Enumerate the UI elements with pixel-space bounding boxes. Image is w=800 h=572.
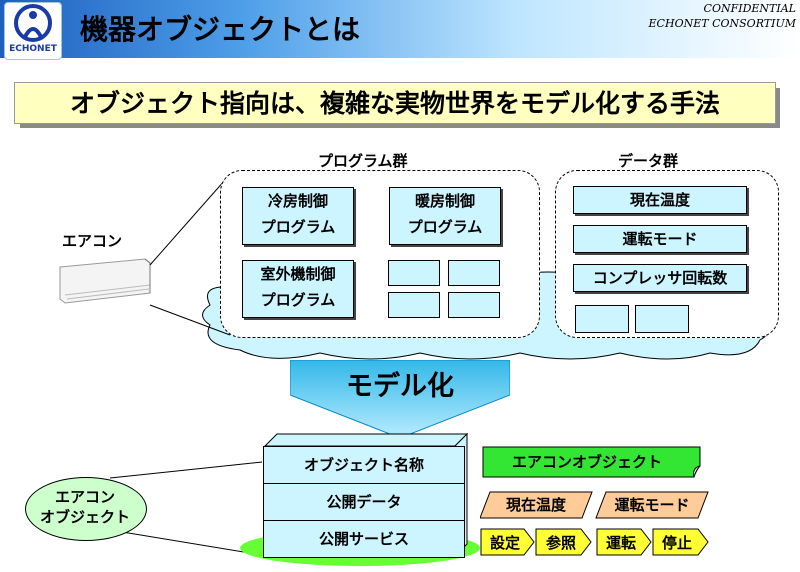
outdoor-program-line2: プログラム (260, 291, 336, 309)
cooling-program-box: 冷房制御 プログラム (242, 187, 354, 245)
empty-data-slot (635, 305, 689, 333)
object-bubble (25, 477, 147, 541)
outdoor-program-line1: 室外機制御 (260, 265, 336, 283)
object-name-layer: オブジェクト名称 (263, 446, 465, 484)
page-title: 機器オブジェクトとは (80, 13, 361, 46)
echonet-logo (4, 2, 62, 60)
get-service-tag: 参照 (545, 534, 576, 552)
outdoor-program-box: 室外機制御 プログラム (242, 260, 354, 318)
run-mode-tag: 運転モード (614, 496, 690, 514)
confidential-label: CONFIDENTIAL (703, 2, 796, 15)
run-service-tag: 運転 (605, 534, 636, 552)
logo-text: ECHONET (9, 44, 57, 54)
heating-program-box: 暖房制御 プログラム (389, 187, 501, 245)
modeling-arrow-icon (290, 360, 510, 439)
empty-data-slot (575, 305, 629, 333)
cooling-program-line1: 冷房制御 (267, 192, 328, 210)
object-name-tag-shape (482, 446, 701, 478)
empty-program-slot (388, 260, 440, 286)
public-service-layer: 公開サービス (263, 520, 465, 558)
set-service-tag: 設定 (489, 534, 520, 552)
heating-program-line1: 暖房制御 (414, 192, 475, 210)
heating-program-line2: プログラム (407, 218, 483, 236)
aircon-label: エアコン (62, 232, 123, 250)
compressor-speed-data: コンプレッサ回転数 (573, 264, 747, 292)
data-tags-shapes (480, 491, 709, 519)
empty-program-slot (448, 292, 500, 318)
bubble-line2: オブジェクト (39, 508, 130, 526)
object-name-tag: エアコンオブジェクト (511, 453, 662, 471)
subtitle-box (14, 82, 776, 124)
public-data-layer: 公開データ (263, 483, 465, 521)
consortium-label: ECHONET CONSORTIUM (648, 17, 796, 30)
current-temp-tag: 現在温度 (505, 496, 566, 514)
program-group-label: プログラム群 (318, 152, 408, 170)
data-group-label: データ群 (618, 152, 679, 170)
run-mode-data: 運転モード (573, 225, 747, 253)
empty-program-slot (448, 260, 500, 286)
current-temp-data: 現在温度 (573, 186, 747, 214)
header-bar (0, 0, 800, 58)
cooling-program-line2: プログラム (260, 218, 336, 236)
modeling-label: モデル化 (346, 371, 454, 402)
empty-program-slot (388, 292, 440, 318)
air-conditioner-icon (59, 258, 151, 304)
service-tags-shapes (480, 528, 709, 556)
bubble-line1: エアコン (54, 488, 115, 506)
stop-service-tag: 停止 (661, 534, 692, 552)
logo-figure-icon (14, 4, 52, 42)
subtitle: オブジェクト指向は、複雑な実物世界をモデル化する手法 (69, 89, 720, 118)
